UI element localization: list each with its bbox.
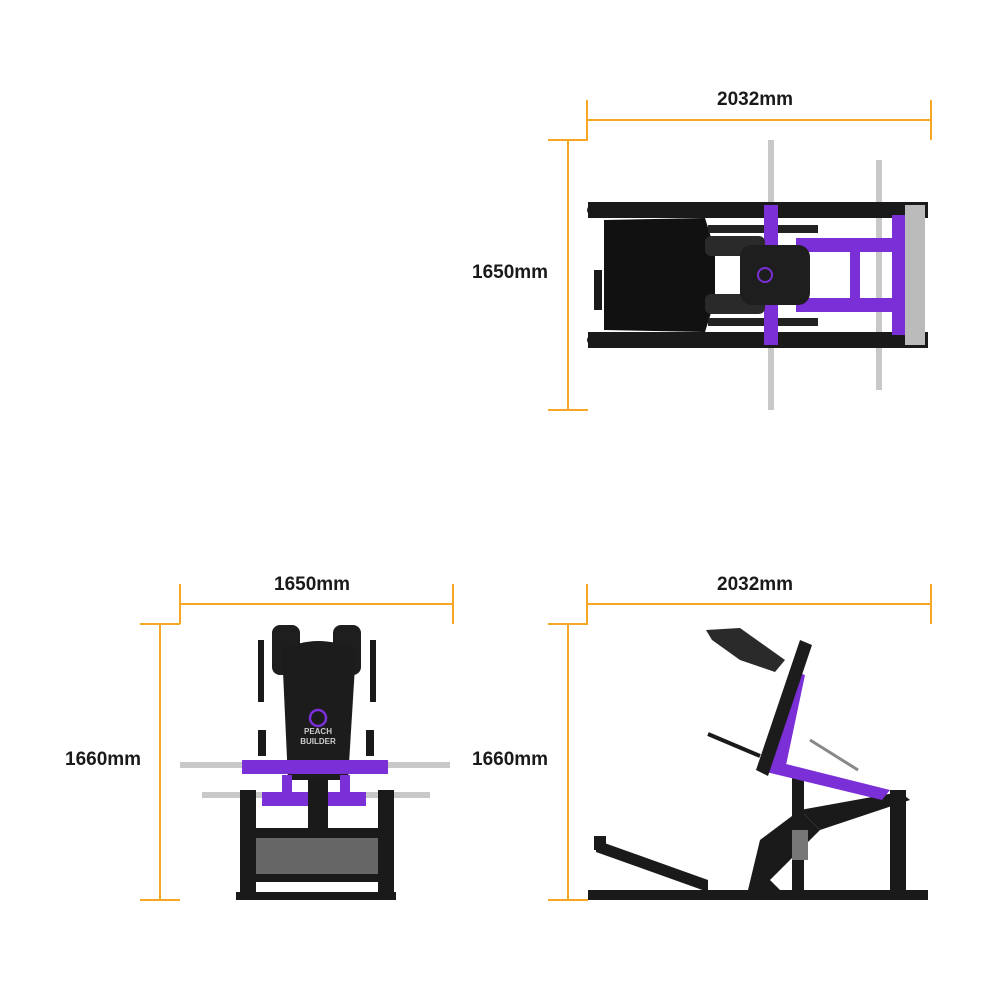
top-view-width-label: 2032mm bbox=[717, 89, 794, 110]
side-view-height-label: 1660mm bbox=[472, 749, 549, 770]
brand-logo-line1: PEACH bbox=[304, 727, 332, 736]
top-view-height-label: 1650mm bbox=[472, 262, 549, 283]
dimension-lines bbox=[140, 100, 932, 901]
front-view-width-label: 1650mm bbox=[274, 574, 351, 595]
front-view-height-label: 1660mm bbox=[65, 749, 142, 770]
brand-logo-line2: BUILDER bbox=[300, 737, 336, 746]
top-view-machine bbox=[587, 140, 928, 410]
brand-logo-icon bbox=[308, 708, 328, 728]
side-view-machine bbox=[588, 628, 928, 900]
front-view-machine bbox=[180, 625, 450, 900]
side-view-width-label: 2032mm bbox=[717, 574, 794, 595]
